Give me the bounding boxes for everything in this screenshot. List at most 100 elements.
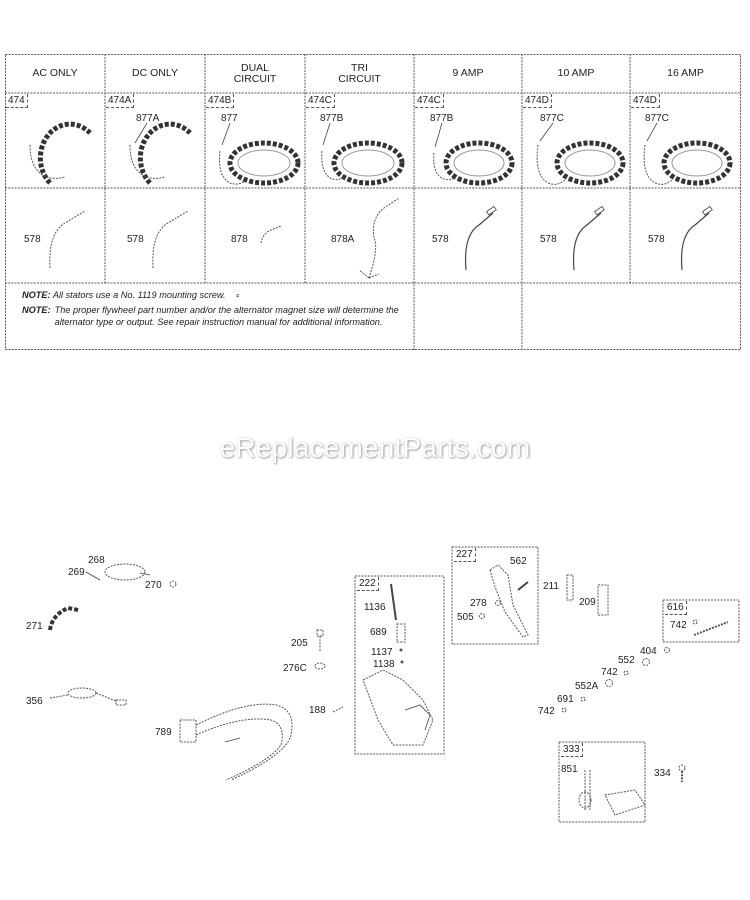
stator-ref-474c-9amp[interactable]: 474C: [415, 94, 444, 108]
wire-loop-icon: [49, 687, 127, 706]
part-label-205[interactable]: 205: [291, 638, 308, 649]
nut-icon: [692, 619, 698, 625]
lead-label-578-dc[interactable]: 578: [127, 234, 144, 245]
full-stator-icon: [536, 122, 626, 186]
part-label-552a[interactable]: 552A: [575, 681, 599, 692]
part-label-211[interactable]: 211: [543, 581, 559, 592]
harness-label-877b[interactable]: 877B: [320, 113, 344, 124]
part-label-276c[interactable]: 276C: [283, 663, 307, 674]
harness-label-877[interactable]: 877: [221, 113, 238, 124]
note-flywheel: NOTE: The proper flywheel part number an…: [22, 305, 412, 328]
bolt-icon: [316, 629, 324, 652]
table-grid: [5, 54, 741, 350]
harness-label-877a[interactable]: 877A: [136, 113, 160, 124]
part-label-789[interactable]: 789: [155, 727, 172, 738]
part-label-742[interactable]: 742: [601, 667, 618, 678]
full-stator-icon: [219, 122, 301, 186]
half-stator-icon: [29, 121, 92, 185]
part-label-742-kit[interactable]: 742: [670, 620, 687, 631]
part-label-356[interactable]: 356: [26, 696, 43, 707]
part-label-552[interactable]: 552: [618, 655, 635, 666]
note-text: All stators use a No. 1119 mounting scre…: [52, 290, 226, 300]
column-header-ac-only: AC ONLY: [32, 67, 78, 79]
column-header-tri-circuit: TRI CIRCUIT: [338, 61, 381, 85]
full-stator-icon: [643, 122, 733, 186]
nut-icon: [580, 696, 586, 702]
lead-wire-icon: [49, 210, 86, 269]
note-text: The proper flywheel part number and/or t…: [54, 305, 399, 327]
part-label-1137[interactable]: 1137: [371, 647, 393, 658]
wire-loop-icon: [85, 563, 151, 581]
part-label-691[interactable]: 691: [557, 694, 574, 705]
kit-ref-222[interactable]: 222: [357, 577, 379, 591]
stator-ref-474[interactable]: 474: [6, 94, 28, 108]
column-header-dc-only: DC ONLY: [132, 67, 178, 79]
nut-icon: [169, 580, 177, 588]
part-label-209[interactable]: 209: [579, 597, 596, 608]
nut-icon: [479, 613, 485, 619]
part-label-742-b[interactable]: 742: [538, 706, 555, 717]
lead-label-878a[interactable]: 878A: [331, 234, 355, 245]
nut-icon: [623, 670, 629, 676]
bracket-icon: [48, 605, 79, 631]
screw-icon: [332, 706, 344, 713]
column-header-9-amp: 9 AMP: [452, 67, 484, 79]
part-label-505[interactable]: 505: [457, 612, 474, 623]
column-header-dual-circuit: DUAL CIRCUIT: [233, 61, 277, 85]
lead-wire-icon: [152, 210, 189, 269]
part-label-1138[interactable]: 1138: [373, 659, 395, 670]
lead-wire-icon: [572, 205, 605, 271]
full-stator-icon: [321, 122, 405, 186]
harness-label-877c-16amp[interactable]: 877C: [645, 113, 669, 124]
lead-label-578-ac[interactable]: 578: [24, 234, 41, 245]
half-stator-icon: [129, 121, 192, 185]
kit-ref-227[interactable]: 227: [454, 548, 476, 562]
lead-label-578-9amp[interactable]: 578: [432, 234, 449, 245]
kit-ref-333[interactable]: 333: [561, 743, 583, 757]
part-label-188[interactable]: 188: [309, 705, 326, 716]
column-header-16-amp: 16 AMP: [667, 67, 704, 79]
governor-spring-icon: [390, 583, 397, 621]
harness-label-877b-9amp[interactable]: 877B: [430, 113, 454, 124]
spring-icon: [396, 623, 406, 643]
lead-label-878[interactable]: 878: [231, 234, 248, 245]
lead-label-578-10amp[interactable]: 578: [540, 234, 557, 245]
lead-label-578-16amp[interactable]: 578: [648, 234, 665, 245]
stator-ref-474d-16amp[interactable]: 474D: [631, 94, 660, 108]
lead-wire-icon: [680, 205, 713, 271]
note-label: NOTE:: [22, 290, 51, 300]
column-header-10-amp: 10 AMP: [557, 67, 595, 79]
part-label-268[interactable]: 268: [88, 555, 105, 566]
control-bracket-icon: [362, 669, 434, 746]
part-label-334[interactable]: 334: [654, 768, 671, 779]
part-label-278[interactable]: 278: [470, 598, 487, 609]
part-label-851[interactable]: 851: [561, 764, 578, 775]
harness-label-877c-10amp[interactable]: 877C: [540, 113, 564, 124]
part-label-689[interactable]: 689: [370, 627, 387, 638]
washer-icon: [605, 679, 613, 687]
part-label-271[interactable]: 271: [26, 621, 43, 632]
nut-icon: [561, 707, 567, 713]
alternator-chart: AC ONLY DC ONLY DUAL CIRCUIT TRI CIRCUIT…: [5, 54, 741, 350]
lead-drawings: [49, 197, 713, 279]
kit-ref-616[interactable]: 616: [665, 601, 687, 615]
screw-icon: [678, 764, 686, 782]
stator-ref-474b[interactable]: 474B: [206, 94, 235, 108]
part-label-269[interactable]: 269: [68, 567, 85, 578]
rod-icon: [693, 621, 729, 636]
note-mounting-screw: NOTE: All stators use a No. 1119 mountin…: [22, 290, 402, 302]
stator-ref-474d-10amp[interactable]: 474D: [523, 94, 552, 108]
watermark: eReplacementParts.com: [219, 432, 531, 463]
part-label-562[interactable]: 562: [510, 556, 527, 567]
wiring-harness-icon: [179, 703, 293, 781]
stator-ref-474c[interactable]: 474C: [306, 94, 335, 108]
stator-ref-474a[interactable]: 474A: [106, 94, 135, 108]
lead-wire-icon: [358, 197, 400, 279]
washer-icon: [642, 658, 650, 666]
part-label-1136[interactable]: 1136: [364, 602, 386, 613]
spring-icon: [597, 584, 609, 616]
part-label-270[interactable]: 270: [145, 580, 162, 591]
part-label-404[interactable]: 404: [640, 646, 657, 657]
nut-icon: [664, 647, 670, 653]
